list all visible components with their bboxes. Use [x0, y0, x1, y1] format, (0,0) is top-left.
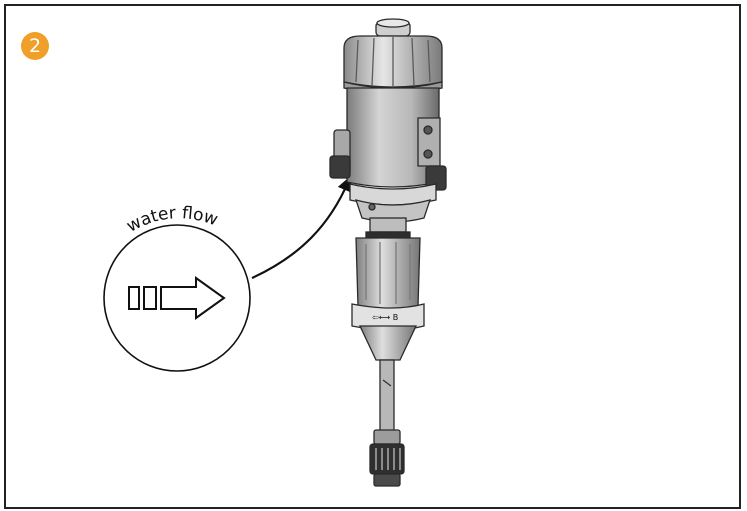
flow-pointer-arrow — [251, 175, 352, 279]
step-number-badge: 2 — [21, 32, 49, 60]
flow-direction-arrow-icon — [128, 276, 226, 320]
water-flow-symbol: water flow — [103, 175, 352, 372]
flow-circle — [103, 224, 251, 372]
inlet-marking: ⇦⟷ B — [372, 313, 398, 322]
dosing-pump-icon: ⇦⟷ B — [329, 18, 447, 487]
